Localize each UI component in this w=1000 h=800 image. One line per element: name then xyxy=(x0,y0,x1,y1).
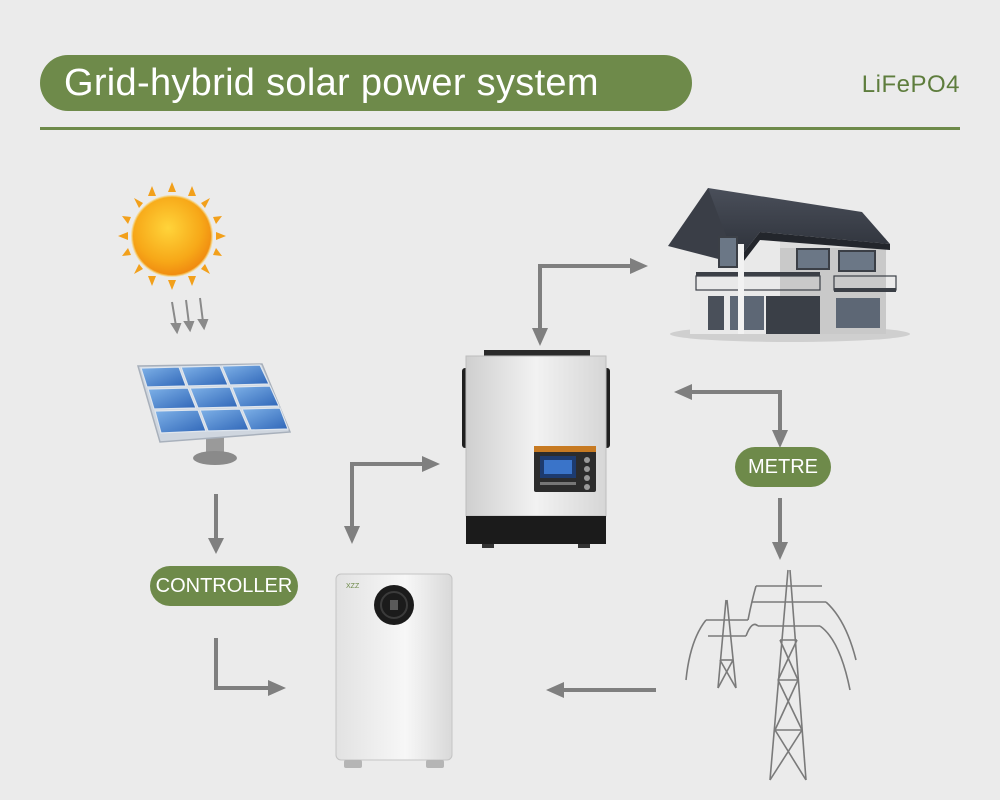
arrow-panel-to-controller-head xyxy=(208,538,224,554)
controller-label: CONTROLLER xyxy=(150,566,298,606)
sunlight-rays-icon xyxy=(170,297,209,335)
header-divider xyxy=(40,127,960,130)
flow-arrows xyxy=(214,264,782,692)
arrow-metre-to-inverter-head xyxy=(674,384,692,400)
house-icon xyxy=(668,188,910,342)
metre-label: METRE xyxy=(735,447,831,487)
battery-icon: XZZ xyxy=(335,573,453,768)
arrow-inverter-to-house-head-right xyxy=(630,258,648,274)
sun-icon xyxy=(118,182,226,290)
hybrid-inverter-icon xyxy=(462,350,610,548)
arrow-metre-to-grid-head xyxy=(772,542,788,560)
page-title: Grid-hybrid solar power system xyxy=(40,55,692,111)
arrow-grid-to-battery-head xyxy=(546,682,564,698)
battery-chemistry-label: LiFePO4 xyxy=(861,71,960,98)
arrow-heads xyxy=(208,258,788,698)
arrow-inverter-to-metre-head xyxy=(772,430,788,448)
arrow-inverter-to-house-head-down xyxy=(532,328,548,346)
solar-panel-icon xyxy=(137,363,292,465)
arrow-battery-to-inverter-head-right xyxy=(422,456,440,472)
battery-brand-label: XZZ xyxy=(346,583,360,590)
arrow-battery-to-inverter-head-down xyxy=(344,526,360,544)
arrow-controller-to-battery-head xyxy=(268,680,286,696)
power-grid-towers-icon xyxy=(685,569,857,781)
